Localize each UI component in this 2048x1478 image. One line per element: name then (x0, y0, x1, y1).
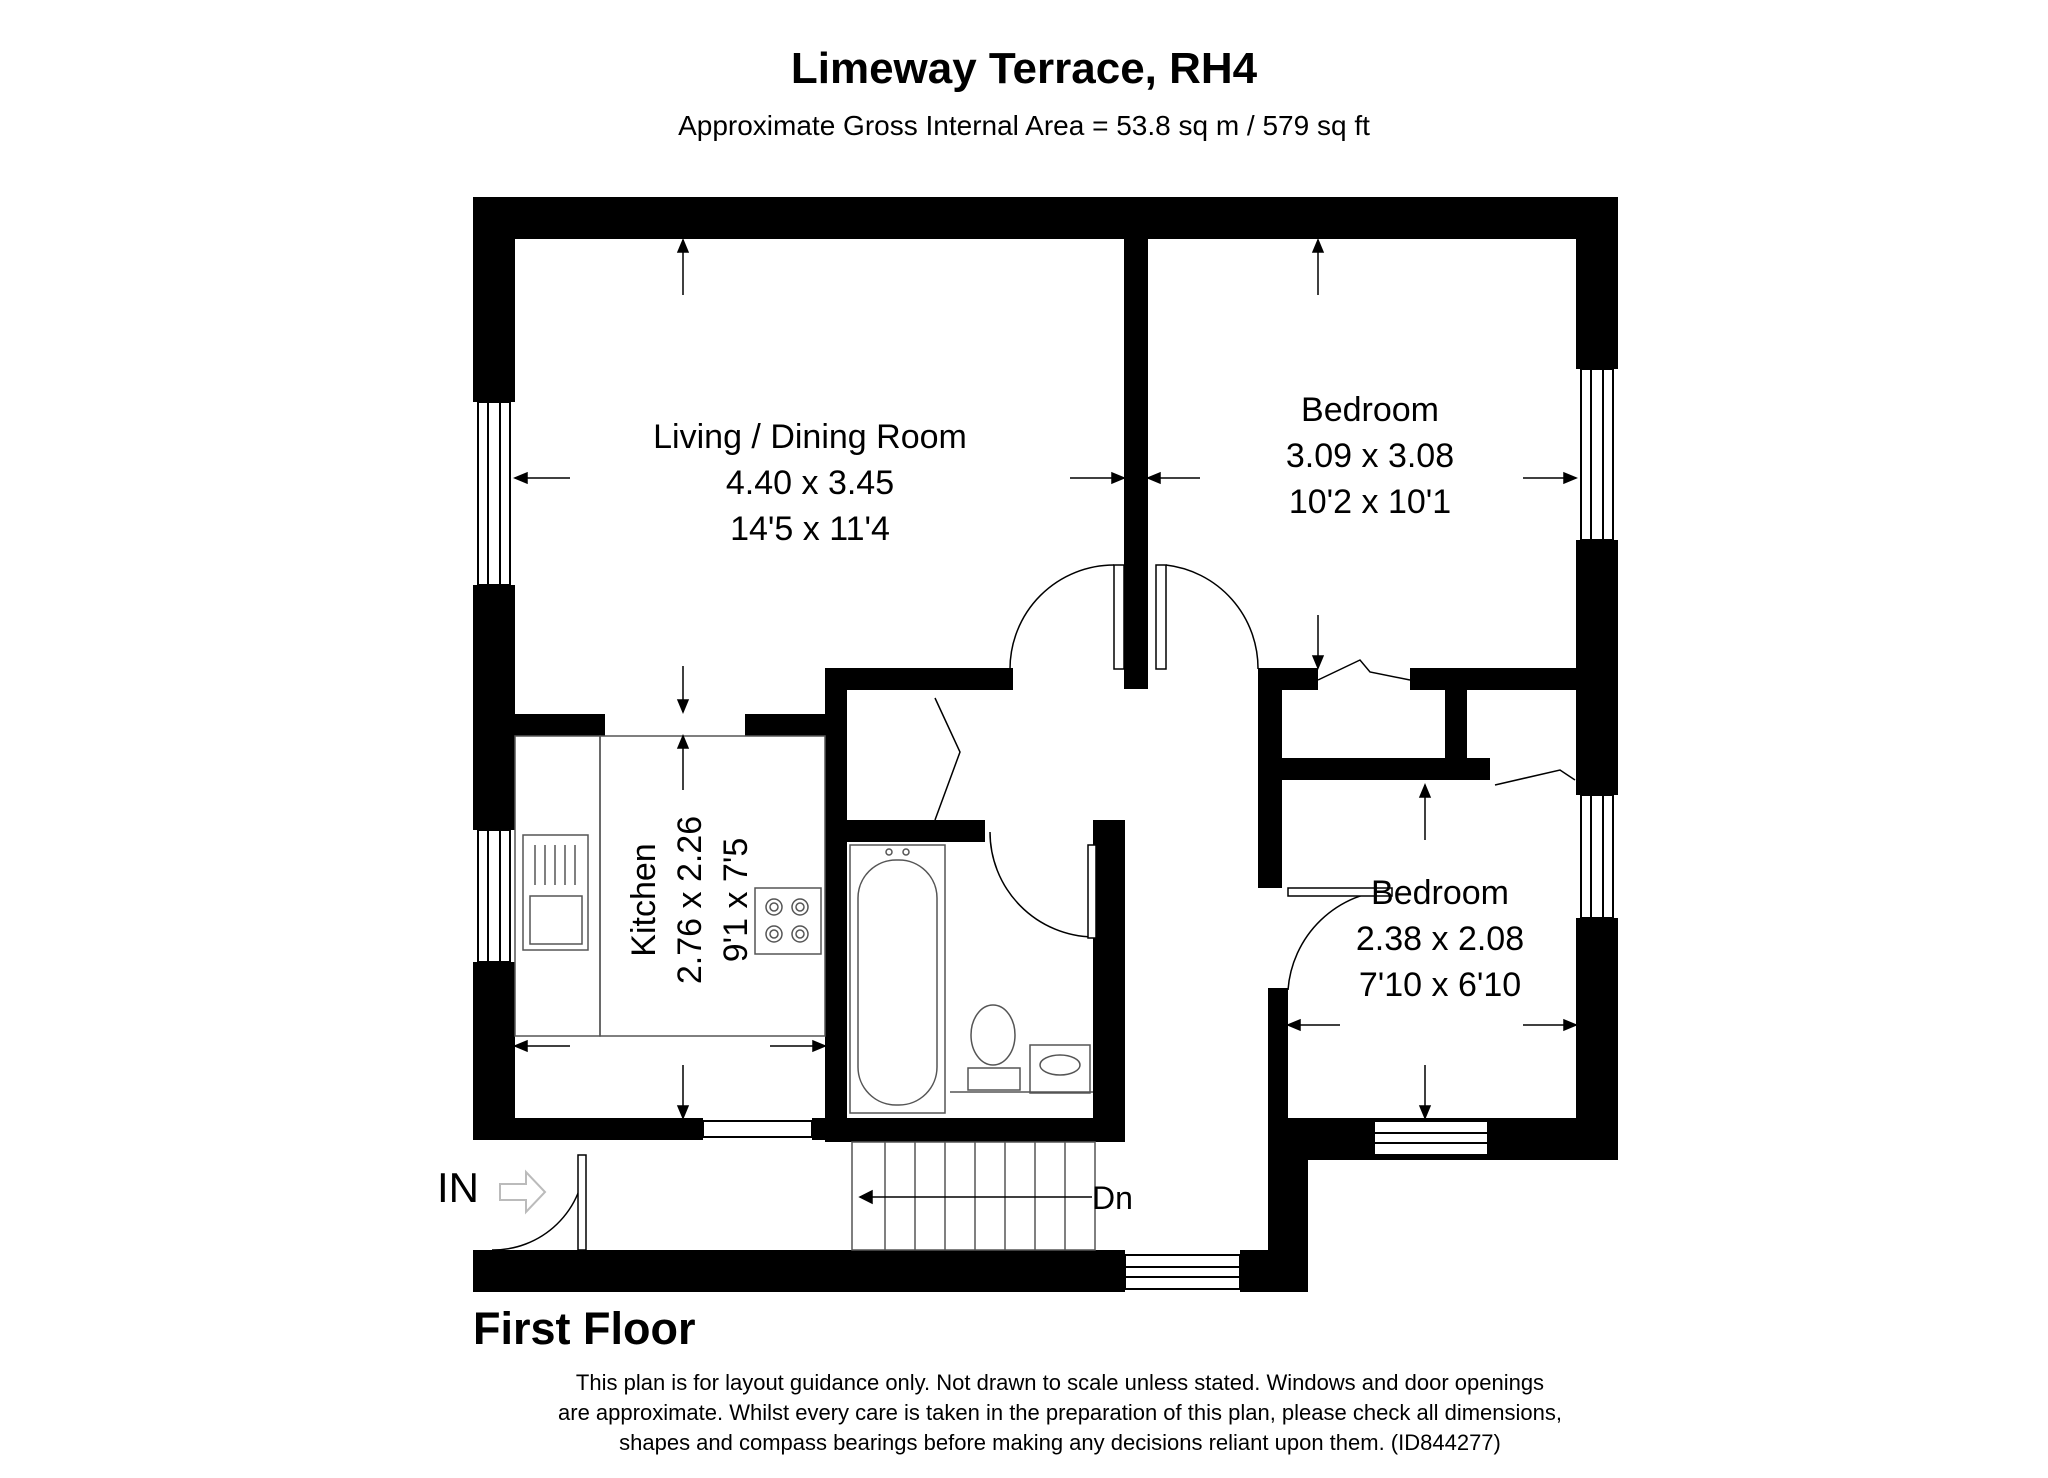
basin-icon (1029, 1044, 1091, 1094)
room-imperial: 7'10 x 6'10 (1358, 966, 1522, 1004)
window-kitchen-bottom (702, 1120, 813, 1138)
wall-bottom (473, 1250, 1125, 1292)
door-swing-living (1009, 564, 1115, 670)
wall-kitchen-top-left (473, 714, 605, 736)
door-cupboard-landing (934, 697, 961, 821)
wall-divider-living-bed (1124, 197, 1148, 689)
window-landing (1124, 1254, 1241, 1290)
room-name: Bedroom (1371, 874, 1509, 912)
door-bed1 (1155, 564, 1167, 670)
window-bed2 (1580, 794, 1614, 919)
wall-store-bottom (1258, 758, 1478, 780)
worktop-side (514, 735, 601, 1037)
wall-bath-top (825, 820, 985, 842)
door-swing-bed1 (1165, 564, 1259, 670)
room-label-bedroom-2: Bedroom 2.38 x 2.08 7'10 x 6'10 (1290, 870, 1590, 1008)
bath-icon (849, 844, 946, 1114)
floor-label: First Floor (473, 1303, 696, 1354)
wall-right-mid (1576, 540, 1618, 795)
door-bed2-leaf (1287, 887, 1393, 897)
stairs-label: Dn (1092, 1180, 1133, 1216)
toilet-icon (970, 1004, 1016, 1066)
door-cupboard-store (1494, 769, 1576, 786)
room-imperial: 10'2 x 10'1 (1288, 483, 1452, 521)
room-imperial: 14'5 x 11'4 (730, 510, 890, 548)
page-title: Limeway Terrace, RH4 (790, 44, 1258, 93)
door-bath (989, 831, 1094, 938)
disclaimer-line: shapes and compass bearings before makin… (619, 1430, 1501, 1455)
wall-left-lower (473, 962, 515, 1140)
room-metric: 2.38 x 2.08 (1355, 920, 1525, 958)
entrance-label: IN (437, 1164, 479, 1211)
wall-store2-bottom (1445, 758, 1490, 780)
sink-icon (522, 834, 589, 951)
wall-bath-right (1093, 820, 1125, 1142)
disclaimer-line: This plan is for layout guidance only. N… (575, 1370, 1545, 1395)
door-cupboard-bed1 (1317, 659, 1411, 681)
dimension-arrows (513, 238, 1578, 1120)
stairs (851, 1141, 1096, 1251)
room-label-living: Living / Dining Room 4.40 x 3.45 14'5 x … (560, 414, 1060, 552)
bathroom-fixtures (849, 844, 1093, 1114)
page-subtitle: Approximate Gross Internal Area = 53.8 s… (678, 110, 1370, 141)
kitchen-fixtures (514, 735, 826, 1037)
window-living (477, 401, 511, 586)
room-imperial: 9'1 x 7'5 (717, 837, 755, 963)
windows (477, 368, 1614, 1290)
wall-top (473, 197, 1618, 239)
room-label-bedroom-1: Bedroom 3.09 x 3.08 10'2 x 10'1 (1220, 387, 1520, 525)
wall-kitchen-bottom (473, 1118, 703, 1140)
window-bed1 (1580, 368, 1614, 541)
hob-icon (754, 887, 822, 955)
room-name: Living / Dining Room (653, 418, 967, 456)
wall-cupboard-top (825, 668, 1013, 690)
window-bed2-bottom (1373, 1120, 1489, 1156)
wall-bed1-bottom-right (1410, 668, 1618, 690)
room-name: Kitchen (625, 843, 663, 957)
wall-right-upper (1576, 197, 1618, 369)
wall-left-upper (473, 197, 515, 402)
wall-bottom-right (1240, 1250, 1308, 1292)
room-metric: 4.40 x 3.45 (725, 464, 895, 502)
door-bath-leaf (1087, 844, 1097, 939)
door-living (1113, 564, 1125, 670)
door-entry (491, 1159, 586, 1251)
door-entry-leaf (577, 1154, 587, 1251)
disclaimer-line: are approximate. Whilst every care is ta… (558, 1400, 1562, 1425)
wall-bath-bottom (825, 1118, 1125, 1142)
wall-store-mid (1445, 668, 1467, 778)
wall-left-mid (473, 585, 515, 830)
room-name: Bedroom (1301, 391, 1439, 429)
disclaimer: This plan is for layout guidance only. N… (480, 1368, 1640, 1458)
room-metric: 3.09 x 3.08 (1285, 437, 1455, 475)
room-label-kitchen: Kitchen 2.76 x 2.26 9'1 x 7'5 (621, 770, 759, 1030)
room-metric: 2.76 x 2.26 (671, 815, 709, 985)
wall-bed2-left-lower (1268, 988, 1288, 1138)
wall-kitchen-bottom-r (812, 1118, 847, 1140)
wall-kitchen-right (825, 668, 847, 1142)
window-kitchen (477, 829, 511, 963)
wall-kitchen-top-right (745, 714, 845, 736)
doors (491, 564, 1576, 1251)
entry-arrow-icon (499, 1169, 547, 1215)
